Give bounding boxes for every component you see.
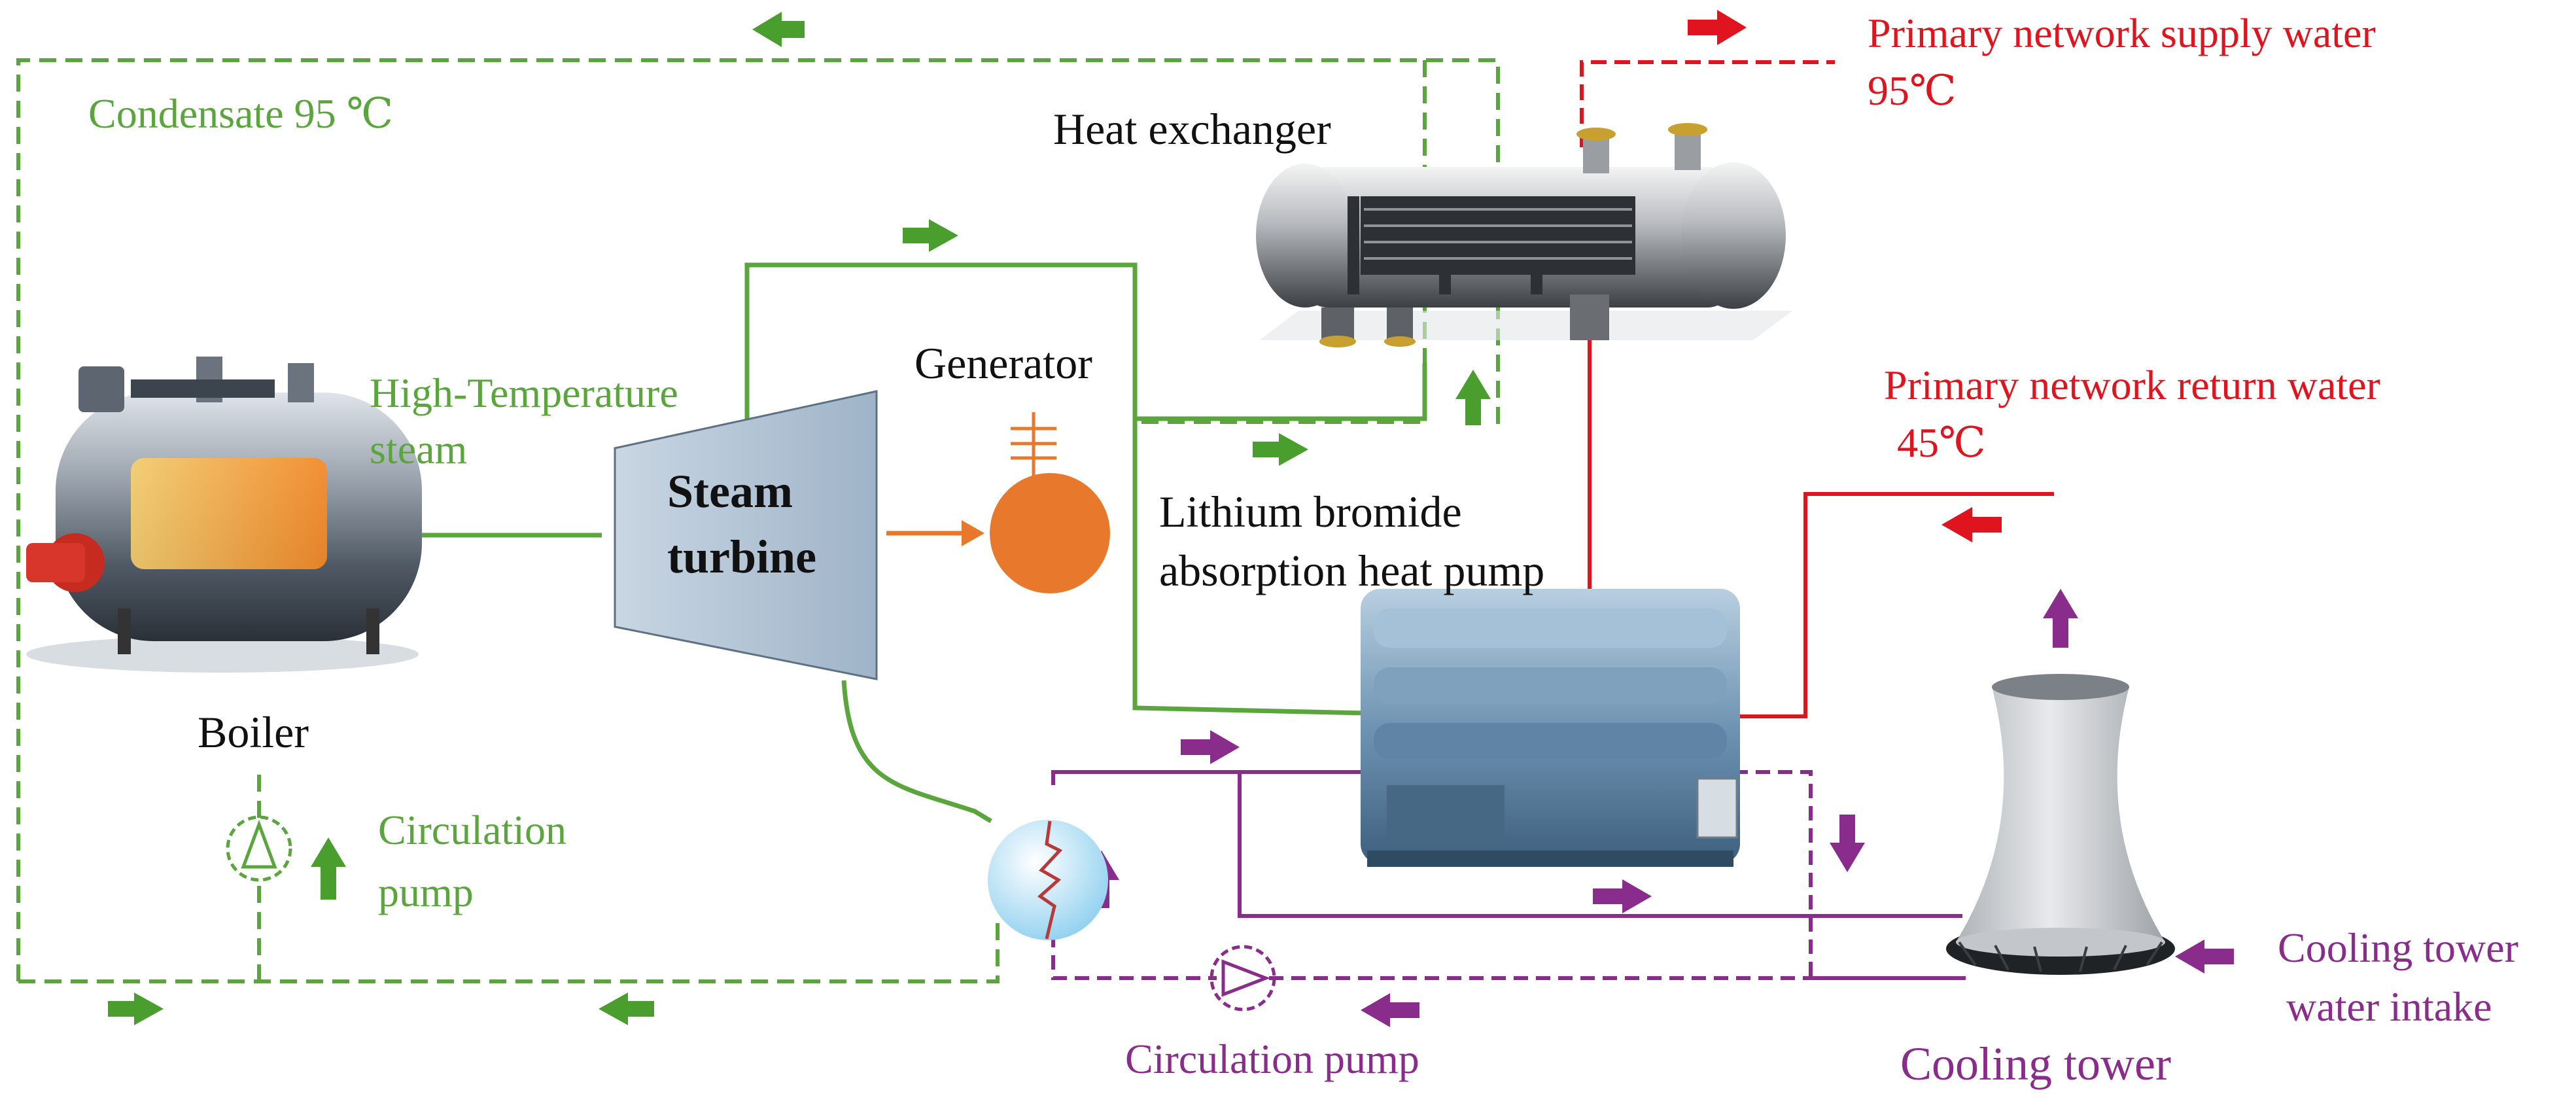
generator-label: Generator [914,338,1092,388]
power-link [886,520,984,546]
arrow-up-icon [311,837,346,900]
condenser-icon [988,820,1108,940]
boiler-label: Boiler [198,707,309,757]
arrow-up-icon [1455,370,1491,425]
arrow-right-icon [1181,730,1240,764]
primary-return-temp: 45℃ [1897,419,1986,466]
arrow-right-icon [108,993,164,1025]
primary-network-pipes [1580,60,2054,718]
arrow-right-icon [1253,433,1308,466]
arrow-left-icon [1941,507,2002,542]
heat-exchanger-label: Heat exchanger [1053,104,1331,154]
steam-pipes [412,262,1427,824]
cooling-water-pipes [1051,770,1962,918]
steam-turbine-icon [614,390,878,680]
steam-turbine-label-2: turbine [667,531,816,583]
cooling-tower-icon [1946,674,2175,975]
cooling-tower-intake-label: Cooling tower [2278,924,2518,971]
pump-icon [1210,945,1276,1011]
cooling-tower-label: Cooling tower [1900,1038,2171,1090]
cooling-flow-arrows [1084,589,2234,1027]
circulation-pump-label-green: Circulation [378,807,566,853]
condensate-label: Condensate 95 ℃ [88,90,393,137]
arrow-left-icon [599,993,654,1025]
high-temp-steam-label-2: steam [370,426,467,472]
arrow-left-icon [1361,993,1419,1027]
pump-icon [226,815,292,882]
steam-flow-arrows [108,12,1491,1025]
high-temp-steam-label: High-Temperature [370,370,678,416]
primary-supply-temp: 95℃ [1868,67,1957,114]
absorption-heat-pump-icon [1361,589,1740,867]
primary-supply-label: Primary network supply water [1868,10,2376,56]
steam-turbine-label: Steam [667,465,793,518]
heat-exchanger-icon [1256,123,1792,347]
arrow-down-icon [1830,815,1865,872]
generator-icon [990,412,1110,593]
primary-network-arrows [1688,10,2002,542]
circulation-pump-label-green-2: pump [378,869,474,915]
heat-pump-label-2: absorption heat pump [1159,546,1544,595]
arrow-right-icon [903,219,958,252]
cooling-tower-intake-label-2: water intake [2286,983,2492,1030]
primary-return-label: Primary network return water [1884,362,2380,408]
arrow-left-icon [752,12,805,47]
circulation-pump-label-purple: Circulation pump [1125,1036,1419,1082]
arrow-right-icon [1688,10,1747,45]
arrow-right-icon [1593,879,1652,913]
heat-pump-label: Lithium bromide [1159,487,1462,536]
boiler-icon [26,357,422,673]
arrow-left-icon [2175,940,2234,974]
arrow-up-icon [2043,589,2078,648]
